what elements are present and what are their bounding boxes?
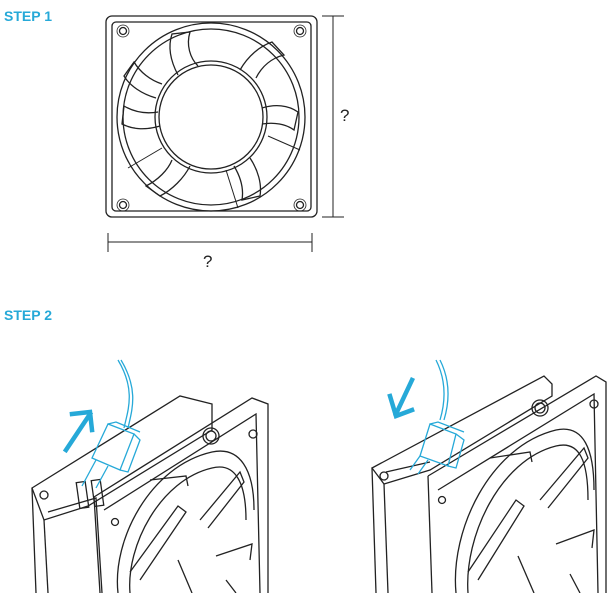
- height-dimension-line: [322, 15, 344, 218]
- fan-angled-icon-2: [371, 375, 607, 593]
- fan-front-icon: [105, 15, 318, 218]
- fan-angled-icon: [31, 395, 269, 593]
- width-question-label: ?: [203, 252, 213, 271]
- plug-connector-icon: [81, 359, 141, 489]
- plug-connector-icon-2: [409, 359, 465, 475]
- height-question-label: ?: [340, 106, 350, 125]
- width-dimension-line: [107, 233, 313, 252]
- step-1-title: STEP 1: [4, 8, 52, 24]
- arrow-down-icon: [387, 377, 415, 419]
- step-2-title: STEP 2: [4, 307, 52, 323]
- arrow-up-icon: [62, 409, 95, 454]
